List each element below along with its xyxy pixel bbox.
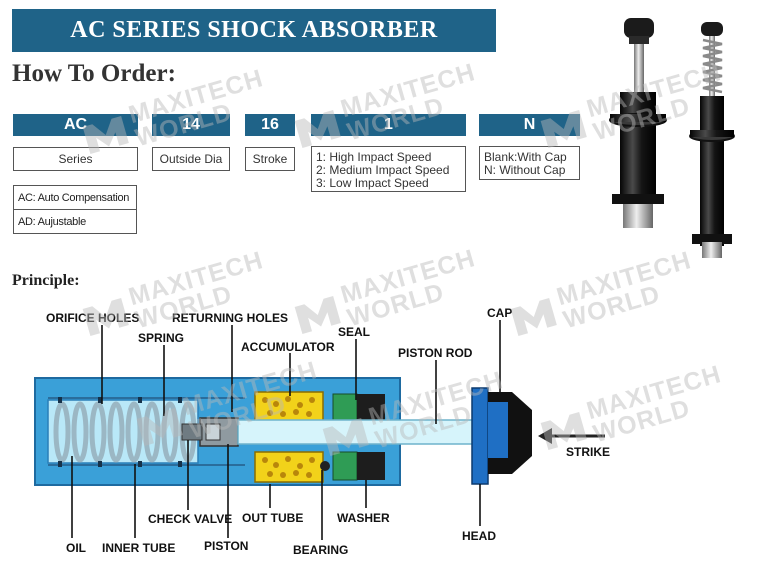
piston-rod [237, 419, 479, 445]
desc-speed-options: 1: High Impact Speed 2: Medium Impact Sp… [311, 146, 466, 192]
label-out-tube: OUT TUBE [242, 511, 304, 525]
cap-option-blank: Blank:With Cap [484, 150, 567, 164]
accumulator-bottom [254, 451, 324, 483]
label-strike: STRIKE [566, 445, 611, 459]
desc-series: Series [13, 147, 138, 171]
label-returning-holes: RETURNING HOLES [172, 311, 289, 325]
absorber-with-cap [609, 18, 667, 228]
orifice-dots [58, 397, 182, 467]
label-check-valve: CHECK VALVE [148, 512, 233, 526]
series-option-ac: AC: Auto Compensation [13, 185, 137, 210]
bearing [320, 461, 330, 471]
spring-coils [53, 401, 197, 463]
code-stroke-box: 16 [245, 114, 295, 136]
code-series-box: AC [13, 114, 138, 136]
code-cap-box: N [479, 114, 580, 136]
label-piston-rod: PISTON ROD [398, 346, 473, 360]
label-oil: OIL [66, 541, 86, 555]
speed-option-2: 2: Medium Impact Speed [316, 163, 450, 177]
washer-top [357, 394, 385, 422]
label-piston: PISTON [204, 539, 249, 553]
desc-cap-options: Blank:With Cap N: Without Cap [479, 146, 580, 180]
label-head: HEAD [462, 529, 497, 543]
cap-option-n: N: Without Cap [484, 163, 566, 177]
code-speed-box: 1 [311, 114, 466, 136]
how-to-order-heading: How To Order: [12, 60, 176, 87]
label-cap: CAP [487, 306, 513, 320]
label-bearing: BEARING [293, 543, 349, 557]
speed-option-1: 1: High Impact Speed [316, 150, 432, 164]
label-seal: SEAL [338, 325, 371, 339]
page-title: AC SERIES SHOCK ABSORBER [12, 9, 496, 52]
label-orifice-holes: ORIFICE HOLES [46, 311, 140, 325]
seal [332, 393, 358, 423]
label-spring: SPRING [138, 331, 185, 345]
label-inner-tube: INNER TUBE [102, 541, 176, 555]
desc-outside-dia: Outside Dia [152, 147, 230, 171]
series-option-ad: AD: Aujustable [13, 209, 137, 234]
head [471, 387, 489, 485]
washer-bottom [357, 452, 385, 480]
strike-arrow-icon [538, 428, 552, 444]
product-photo [609, 18, 735, 258]
code-diameter-box: 14 [152, 114, 230, 136]
check-valve [181, 423, 203, 441]
leader-lines [71, 320, 501, 540]
label-accumulator: ACCUMULATOR [241, 340, 335, 354]
absorber-without-cap [689, 22, 735, 258]
desc-stroke: Stroke [245, 147, 295, 171]
label-washer: WASHER [337, 511, 390, 525]
speed-option-3: 3: Low Impact Speed [316, 176, 429, 190]
principle-heading: Principle: [12, 272, 80, 289]
